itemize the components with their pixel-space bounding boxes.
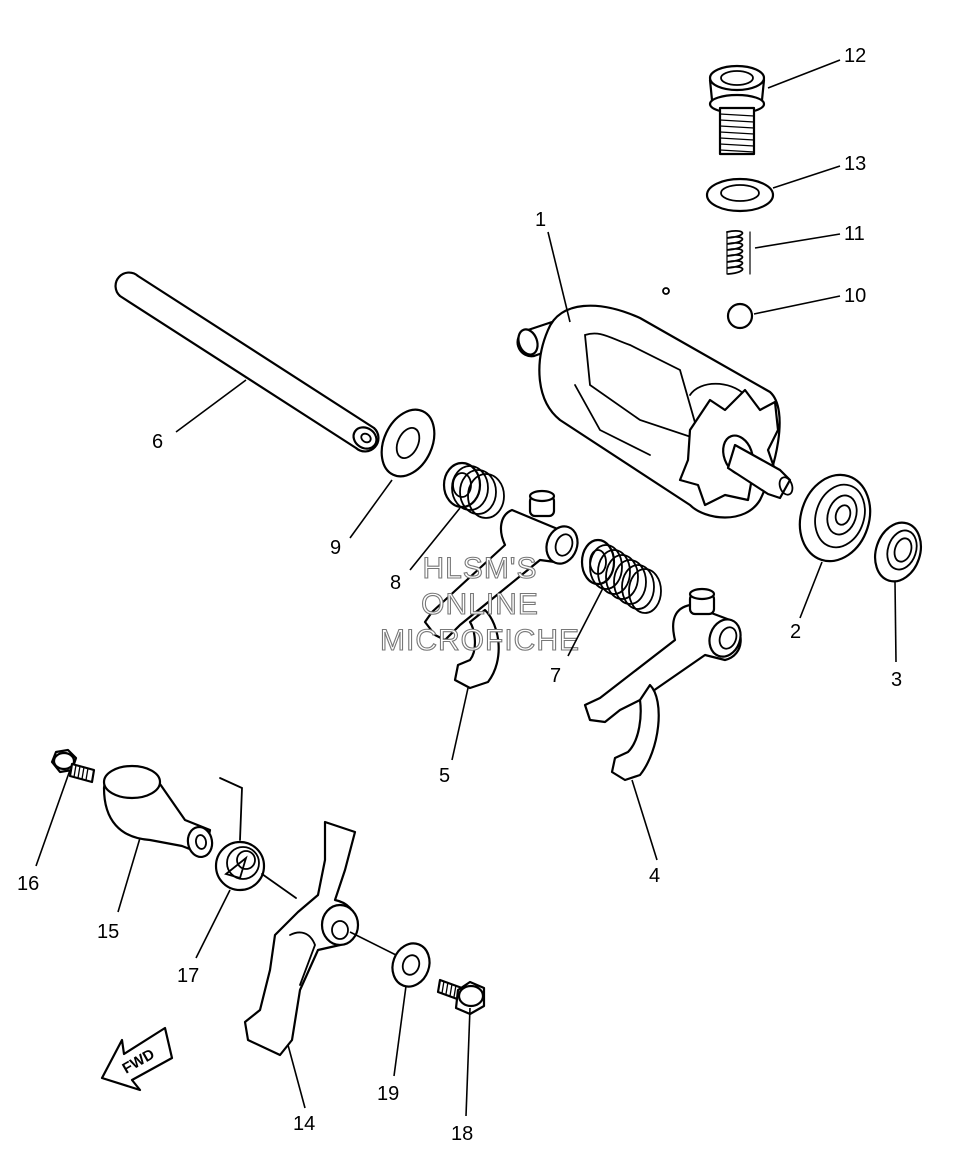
callout-1: 1 [535, 209, 546, 231]
watermark: HLSM'S ONLINE MICROFICHE [379, 551, 580, 657]
callout-15: 15 [97, 921, 119, 943]
leader-1 [547, 231, 571, 323]
leader-5 [451, 687, 469, 761]
watermark-line-1: HLSM'S [422, 552, 537, 585]
callout-14: 14 [293, 1113, 315, 1135]
leader-12 [767, 59, 841, 89]
callout-4: 4 [649, 865, 660, 887]
leader-19 [393, 985, 407, 1077]
leader-7 [567, 587, 604, 657]
leader-13 [772, 165, 841, 189]
callout-10: 10 [844, 285, 866, 307]
leader-15 [117, 837, 141, 913]
callout-5: 5 [439, 765, 450, 787]
callout-labels: 1 2 3 4 5 6 7 8 9 10 11 12 13 14 15 16 1… [17, 45, 902, 1145]
watermark-line-2: ONLINE [421, 588, 539, 621]
callout-11: 11 [844, 223, 865, 245]
part-1-shift-drum [516, 287, 794, 519]
forward-arrow-icon: FWD [100, 1026, 174, 1092]
part-7-spring [580, 538, 662, 614]
callout-17: 17 [177, 965, 199, 987]
leader-4 [631, 779, 658, 861]
callout-8: 8 [390, 572, 401, 594]
leader-14 [287, 1044, 306, 1109]
callout-6: 6 [152, 431, 163, 453]
leader-9 [349, 479, 393, 539]
callout-3: 3 [891, 669, 902, 691]
part-17-torsion-spring [214, 777, 297, 899]
watermark-line-3: MICROFICHE [380, 624, 580, 657]
leader-lines [35, 59, 897, 1117]
part-16-bolt [50, 748, 96, 784]
part-10-ball [726, 302, 754, 330]
part-12-bolt [708, 64, 766, 156]
part-18-bolt [436, 978, 486, 1016]
part-5-shift-fork [423, 489, 579, 690]
leader-10 [753, 295, 841, 315]
leader-16 [35, 769, 71, 867]
callout-12: 12 [844, 45, 866, 67]
part-8-spring [442, 461, 505, 519]
leader-11 [754, 233, 841, 249]
leader-17 [195, 889, 231, 959]
part-2-bearing [798, 473, 872, 563]
leader-6 [175, 379, 247, 433]
callout-9: 9 [330, 537, 341, 559]
part-4-shift-fork [583, 587, 742, 782]
leader-18 [465, 1007, 471, 1117]
leader-3 [894, 581, 897, 663]
part-11-spring [726, 230, 751, 275]
part-14-shift-lever [243, 820, 397, 1057]
part-9-washer [380, 408, 436, 478]
part-6-shaft [114, 271, 380, 453]
part-3-oil-seal [874, 521, 922, 583]
leader-8 [409, 507, 461, 571]
part-13-gasket [705, 177, 775, 213]
callout-7: 7 [550, 665, 561, 687]
callout-18: 18 [451, 1123, 473, 1145]
part-15-collar [102, 764, 214, 859]
callout-16: 16 [17, 873, 39, 895]
callout-19: 19 [377, 1083, 399, 1105]
callout-13: 13 [844, 153, 866, 175]
part-19-washer [391, 942, 431, 988]
callout-2: 2 [790, 621, 801, 643]
leader-2 [799, 561, 823, 619]
